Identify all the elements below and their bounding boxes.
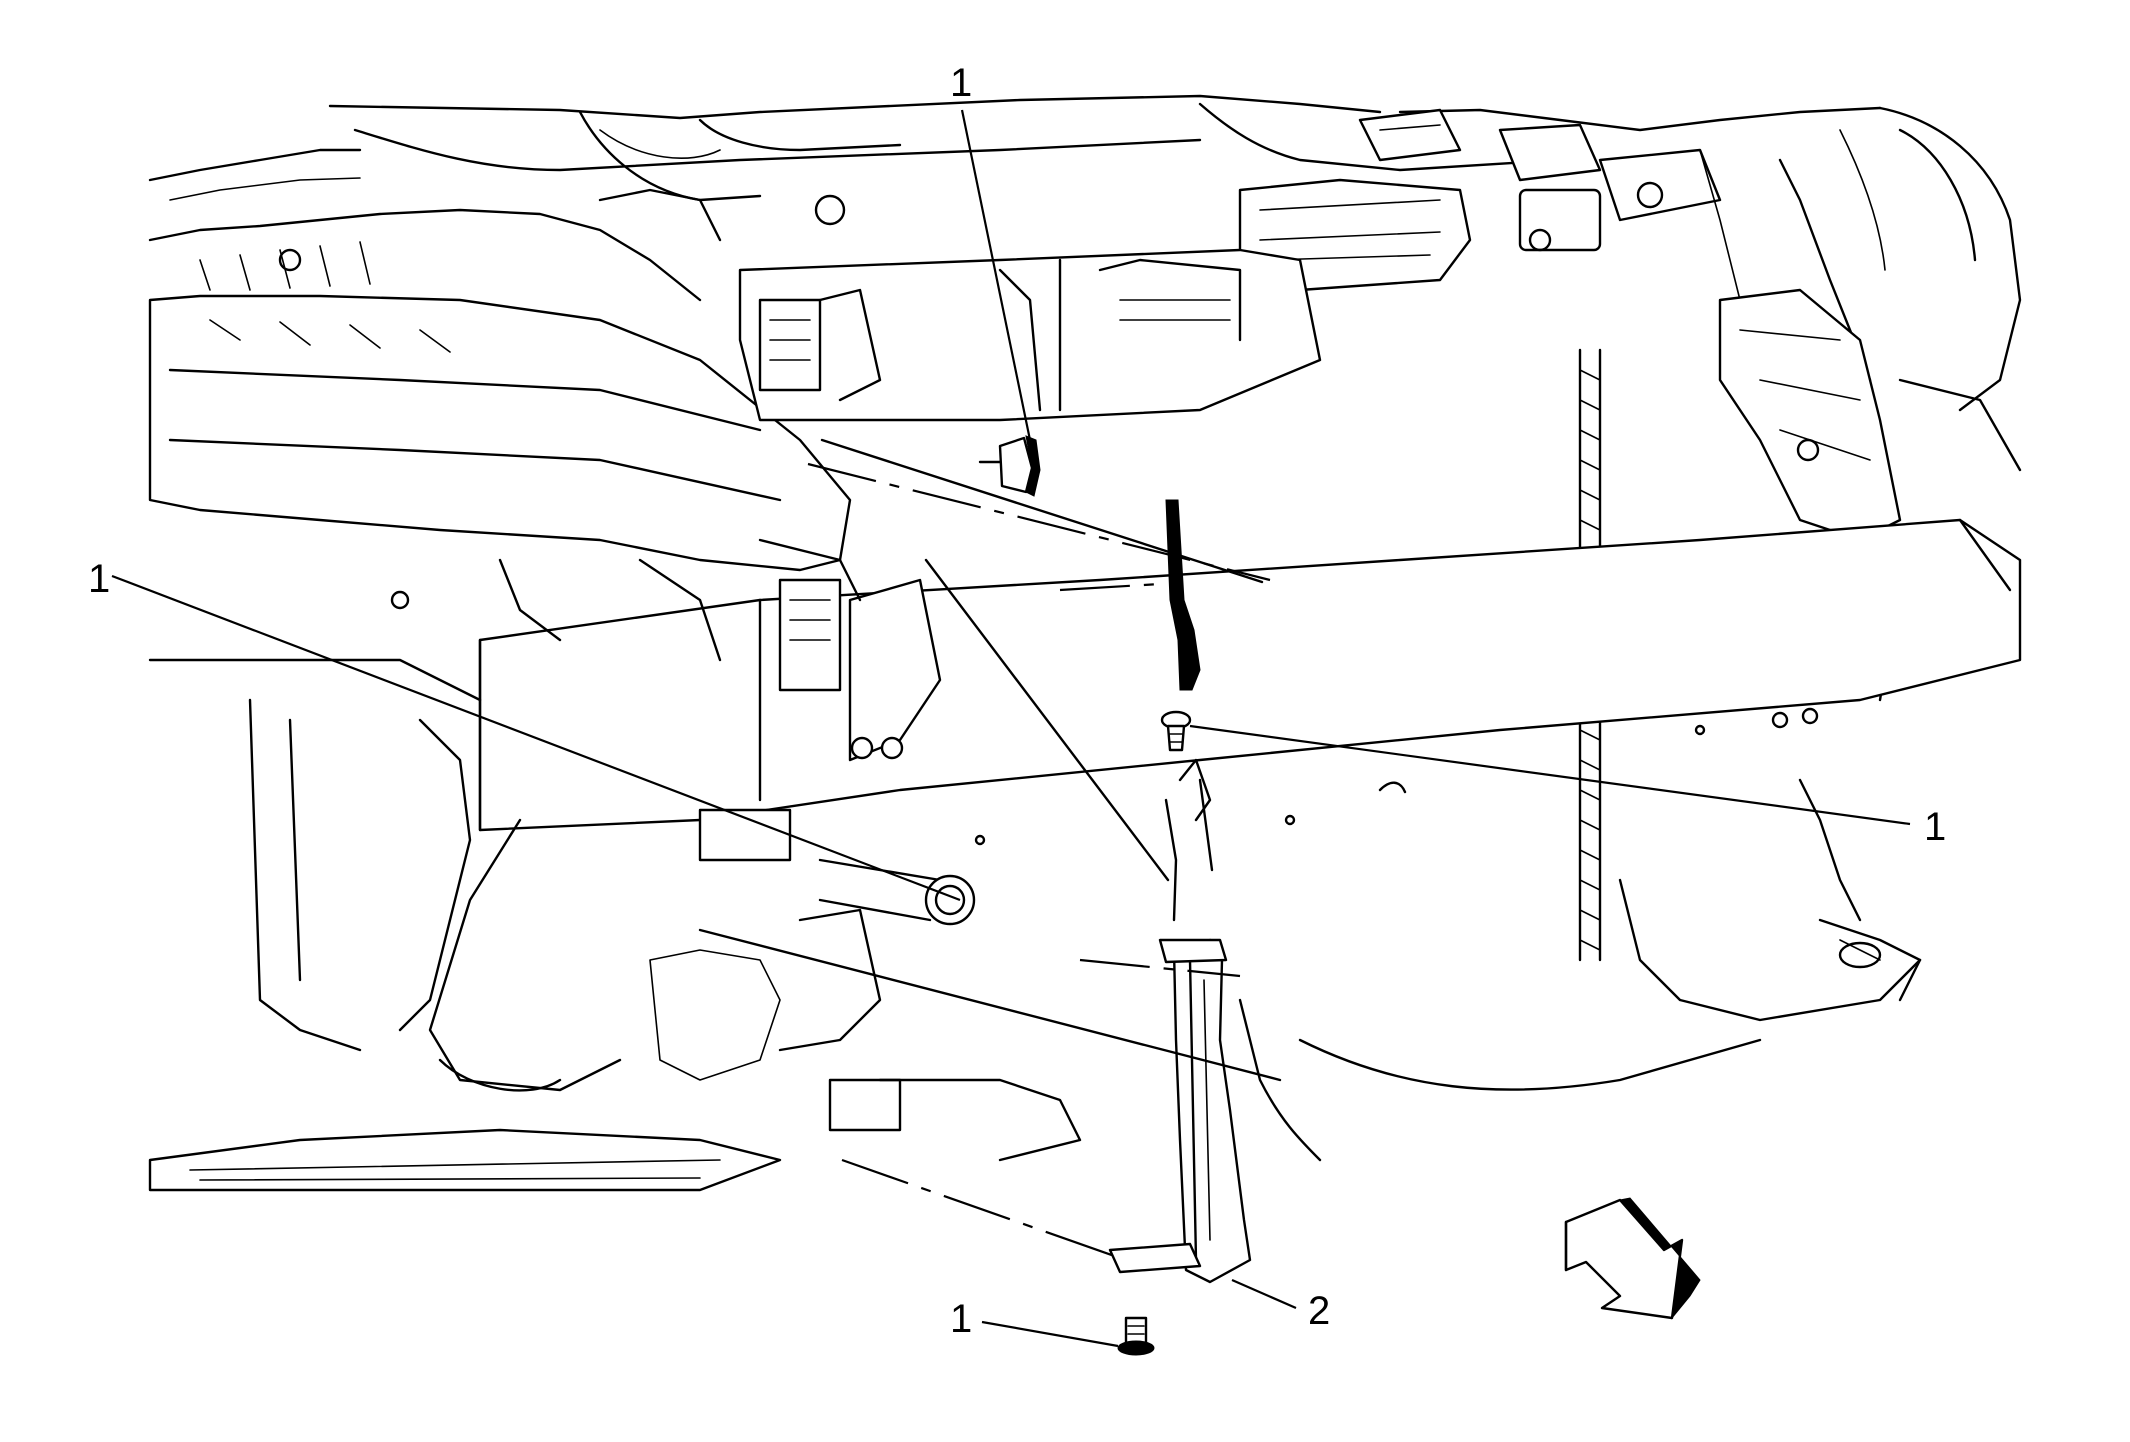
hood-latch-assembly [1238,108,1722,292]
left-headlamp-assembly [148,148,852,572]
upper-radiator-support [328,94,2022,412]
alignment-lines [698,438,1282,1260]
leader-lines [111,109,1911,1348]
callout-1-upper: 1 [950,61,972,105]
left-bumper-bracket [390,538,942,762]
radiator-support-center [738,248,1602,962]
air-deflector-bracket [1108,499,1252,1284]
callout-1-right: 1 [1924,805,1946,849]
callout-1-left: 1 [88,557,110,601]
callout-2-bracket: 2 [1308,1289,1330,1333]
fastener-lower [1117,1316,1155,1356]
lower-fascia [148,658,1922,1192]
front-direction-arrow-icon [1564,1197,1701,1320]
fastener-center [1160,710,1192,752]
front-bumper-impact-bar [478,518,2022,926]
fastener-upper [978,435,1041,497]
callout-1-bottom: 1 [950,1297,972,1341]
